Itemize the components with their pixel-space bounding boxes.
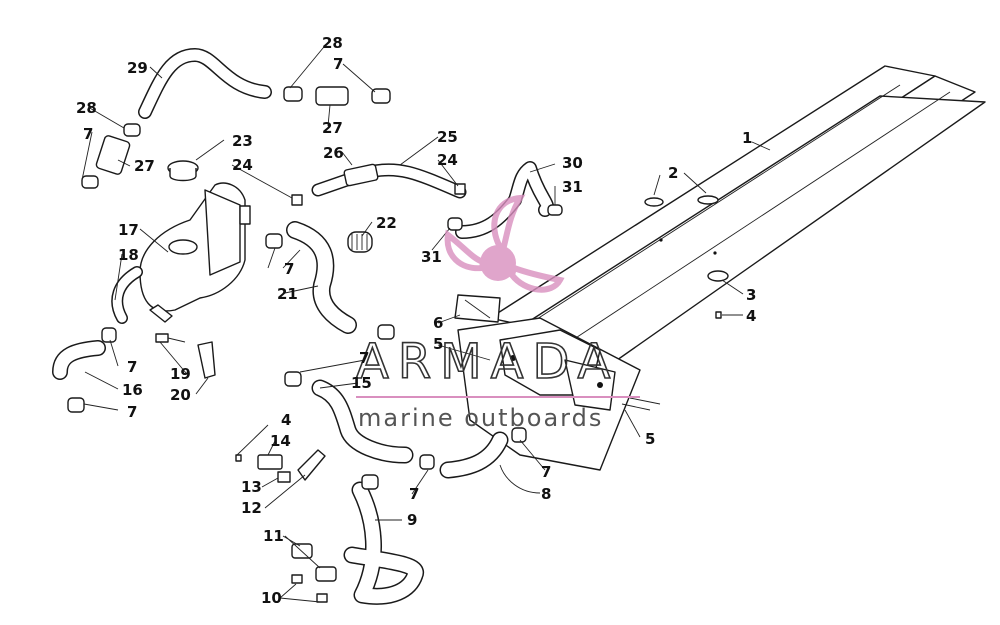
callout-7-upper-right: 7 bbox=[333, 55, 343, 73]
callout-27-top: 27 bbox=[322, 119, 343, 137]
callout-1: 1 bbox=[742, 129, 752, 147]
callout-15: 15 bbox=[351, 374, 372, 392]
radiator-cap bbox=[167, 160, 199, 182]
callout-12: 12 bbox=[241, 499, 262, 517]
callout-31-right: 31 bbox=[562, 178, 583, 196]
armada-logo bbox=[444, 194, 565, 293]
callout-7-tank: 7 bbox=[284, 260, 294, 278]
callout-8: 8 bbox=[541, 485, 551, 503]
callout-10: 10 bbox=[261, 589, 282, 607]
callout-7-bottom-left: 7 bbox=[127, 403, 137, 421]
callout-5-right: 5 bbox=[645, 430, 655, 448]
callout-7-center: 7 bbox=[359, 349, 369, 367]
callout-18: 18 bbox=[118, 246, 139, 264]
callout-25: 25 bbox=[437, 128, 458, 146]
callout-6: 6 bbox=[433, 314, 443, 332]
callout-9: 9 bbox=[407, 511, 417, 529]
watermark-title: ARMADA bbox=[356, 334, 619, 390]
hose-clamps bbox=[67, 86, 563, 490]
callout-28-top: 28 bbox=[322, 34, 343, 52]
callout-5-top: 5 bbox=[433, 335, 443, 353]
callout-3: 3 bbox=[746, 286, 756, 304]
hoses bbox=[52, 48, 554, 605]
callout-24-right: 24 bbox=[437, 151, 458, 169]
callout-29: 29 bbox=[127, 59, 148, 77]
callout-7-lower-left: 7 bbox=[127, 358, 137, 376]
heat-exchanger-rails bbox=[489, 65, 986, 373]
callout-22: 22 bbox=[376, 214, 397, 232]
callout-7-left-top: 7 bbox=[83, 125, 93, 143]
leader-lines bbox=[81, 41, 771, 603]
watermark-subtitle: marine outboards bbox=[358, 404, 603, 432]
callout-27-left: 27 bbox=[134, 157, 155, 175]
callout-26: 26 bbox=[323, 144, 344, 162]
callout-20: 20 bbox=[170, 386, 191, 404]
callout-31-left: 31 bbox=[421, 248, 442, 266]
callout-28-left: 28 bbox=[76, 99, 97, 117]
callout-11: 11 bbox=[263, 527, 284, 545]
hardware bbox=[155, 183, 729, 603]
callout-24-left: 24 bbox=[232, 156, 253, 174]
callout-4-left: 4 bbox=[281, 411, 291, 429]
callout-4-right: 4 bbox=[746, 307, 756, 325]
callout-labels: 1 2 3 4 5 5 6 7 7 7 7 7 7 7 7 8 9 10 11 … bbox=[76, 34, 756, 607]
coolant-tank bbox=[139, 182, 251, 323]
callout-7-mid: 7 bbox=[409, 485, 419, 503]
spring-part bbox=[347, 231, 373, 253]
callout-13: 13 bbox=[241, 478, 262, 496]
callout-2: 2 bbox=[668, 164, 678, 182]
callout-30: 30 bbox=[562, 154, 583, 172]
callout-14: 14 bbox=[270, 432, 291, 450]
callout-17: 17 bbox=[118, 221, 139, 239]
callout-19: 19 bbox=[170, 365, 191, 383]
callout-21: 21 bbox=[277, 285, 298, 303]
callout-16: 16 bbox=[122, 381, 143, 399]
callout-23: 23 bbox=[232, 132, 253, 150]
callout-7-right: 7 bbox=[541, 463, 551, 481]
thermostat-housing bbox=[454, 294, 501, 323]
